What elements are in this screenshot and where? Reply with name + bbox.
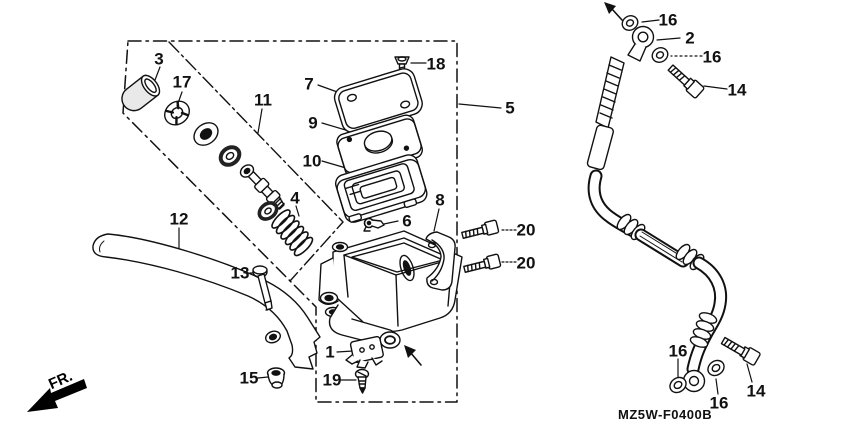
callout-2: 2 [685,28,695,48]
part-bracket [345,335,384,369]
part-washer-lower-left [669,376,687,394]
part-washer-lower-right [707,359,725,377]
part-pivot-nut [266,367,286,389]
front-direction-arrow [27,379,87,412]
callout-20-upper: 20 [516,220,536,240]
direction-arrow-top-right [604,2,623,21]
callout-15: 15 [239,368,259,388]
part-master-cylinder-body [318,230,463,349]
part-brake-hose [586,25,728,393]
callout-5: 5 [505,98,515,118]
part-banjo-bolt-top [667,64,705,99]
callout-8: 8 [435,190,445,210]
callout-9: 9 [308,113,318,133]
callout-12: 12 [169,209,189,229]
part-pivot-bolt [252,265,273,311]
part-piston-washer [193,122,219,146]
part-clamp-bolt-upper [461,219,500,239]
part-brake-lever [92,233,321,370]
callout-11: 11 [254,90,272,110]
callout-4: 4 [290,188,300,208]
callout-16-top: 16 [658,10,678,30]
callout-20-lower: 20 [516,253,536,273]
part-piston-rod [247,171,285,210]
callout-16-lower-left: 16 [668,341,688,361]
part-clip [363,217,385,232]
callout-3: 3 [154,49,164,69]
part-piston-seal [218,145,242,167]
callout-17: 17 [172,72,192,92]
piston-kit-band [168,41,344,282]
callout-1: 1 [325,342,335,362]
callout-16-lower-right: 16 [709,393,729,413]
part-washer-top [621,15,639,31]
part-washer-upper-right [651,47,669,63]
part-banjo-bolt-bottom [720,336,761,366]
part-spring [271,209,314,257]
part-clamp-holder [425,231,456,291]
callout-10: 10 [302,151,322,171]
assembly-boundary-box [122,40,458,403]
callout-13: 13 [230,263,250,283]
callout-7: 7 [304,74,314,94]
callout-18: 18 [426,54,446,74]
part-circlip [164,100,190,126]
part-screw [354,368,370,394]
callout-16-upper-right: 16 [702,47,722,67]
part-boot [121,74,161,112]
callout-6: 6 [402,211,412,231]
part-piston-cup [257,201,279,221]
diagram-code: MZ5W-F0400B [618,407,713,422]
direction-arrow-inside-box [404,345,422,366]
part-clamp-bolt-lower [463,253,502,273]
callout-19: 19 [322,370,342,390]
leader-lines [149,19,753,395]
callout-14-bottom: 14 [746,381,766,401]
part-diaphragm [334,154,428,223]
callout-14-top: 14 [727,80,747,100]
